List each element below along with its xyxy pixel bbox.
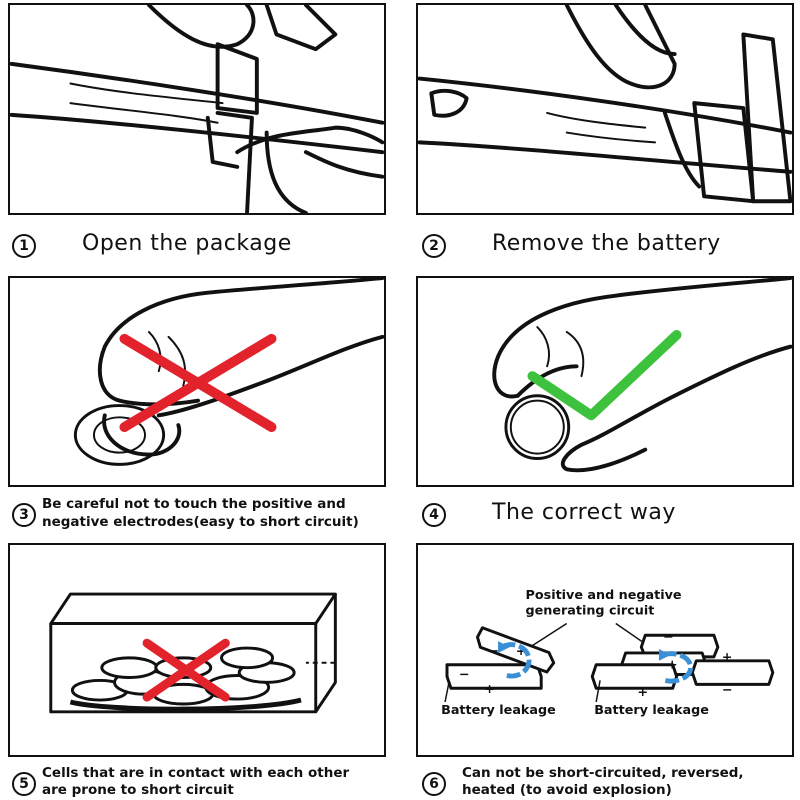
step-caption-2: Remove the battery (492, 231, 721, 256)
step-number-2: 2 (422, 234, 446, 258)
step-number-6: 6 (422, 772, 446, 796)
left-plus-top: + (516, 644, 527, 659)
right-minus-top: − (663, 630, 674, 645)
right-plus-right: + (722, 650, 733, 665)
right-battery-leakage-label: Battery leakage (594, 703, 709, 718)
left-minus-top: − (488, 644, 499, 659)
step-caption-1: Open the package (82, 231, 292, 256)
diagram-title-line2: generating circuit (526, 604, 655, 619)
panel-wrong-grip (8, 276, 386, 487)
right-plus-center: + (667, 658, 678, 673)
step-caption-6-line2: heated (to avoid explosion) (462, 782, 672, 798)
left-plus-bottom: + (484, 682, 495, 697)
right-circuit-arrow (658, 649, 694, 684)
right-plus-bottom: + (637, 685, 648, 700)
right-minus-left: − (616, 658, 627, 673)
right-minus-bottom: − (722, 683, 733, 698)
step-caption-4: The correct way (492, 500, 676, 525)
panel-open-package (8, 3, 386, 215)
left-circuit-arrow (498, 641, 532, 679)
panel-loose-cells-box (8, 543, 386, 757)
hand-holding-coin-cell-correct-illustration (492, 278, 792, 473)
diagram-title-line1: Positive and negative (526, 588, 682, 603)
panel-short-circuit-diagram: Positive and negative generating circuit… (416, 543, 794, 757)
short-circuit-diagram: Positive and negative generating circuit… (441, 588, 775, 718)
hand-removing-battery-illustration (418, 5, 792, 204)
step-number-3: 3 (12, 503, 36, 527)
hand-holding-coin-cell-wrong-illustration (73, 278, 384, 466)
left-battery-leakage-label: Battery leakage (441, 703, 556, 718)
step-number-4: 4 (422, 503, 446, 527)
left-battery-stack (445, 626, 556, 690)
left-minus-mid: − (459, 667, 470, 682)
box-of-loose-coin-cells-illustration (49, 592, 337, 714)
panel-correct-grip (416, 276, 794, 487)
step-caption-5-line1: Cells that are in contact with each othe… (42, 765, 350, 781)
step-number-5: 5 (12, 772, 36, 796)
hand-opening-package-illustration (10, 5, 384, 213)
step-caption-5-line2: are prone to short circuit (42, 782, 234, 798)
step-number-1: 1 (12, 234, 36, 258)
step-caption-3-line1: Be careful not to touch the positive and (42, 496, 346, 512)
step-caption-6-line1: Can not be short-circuited, reversed, (462, 765, 744, 781)
step-caption-3-line2: negative electrodes(easy to short circui… (42, 514, 359, 530)
panel-remove-battery (416, 3, 794, 215)
